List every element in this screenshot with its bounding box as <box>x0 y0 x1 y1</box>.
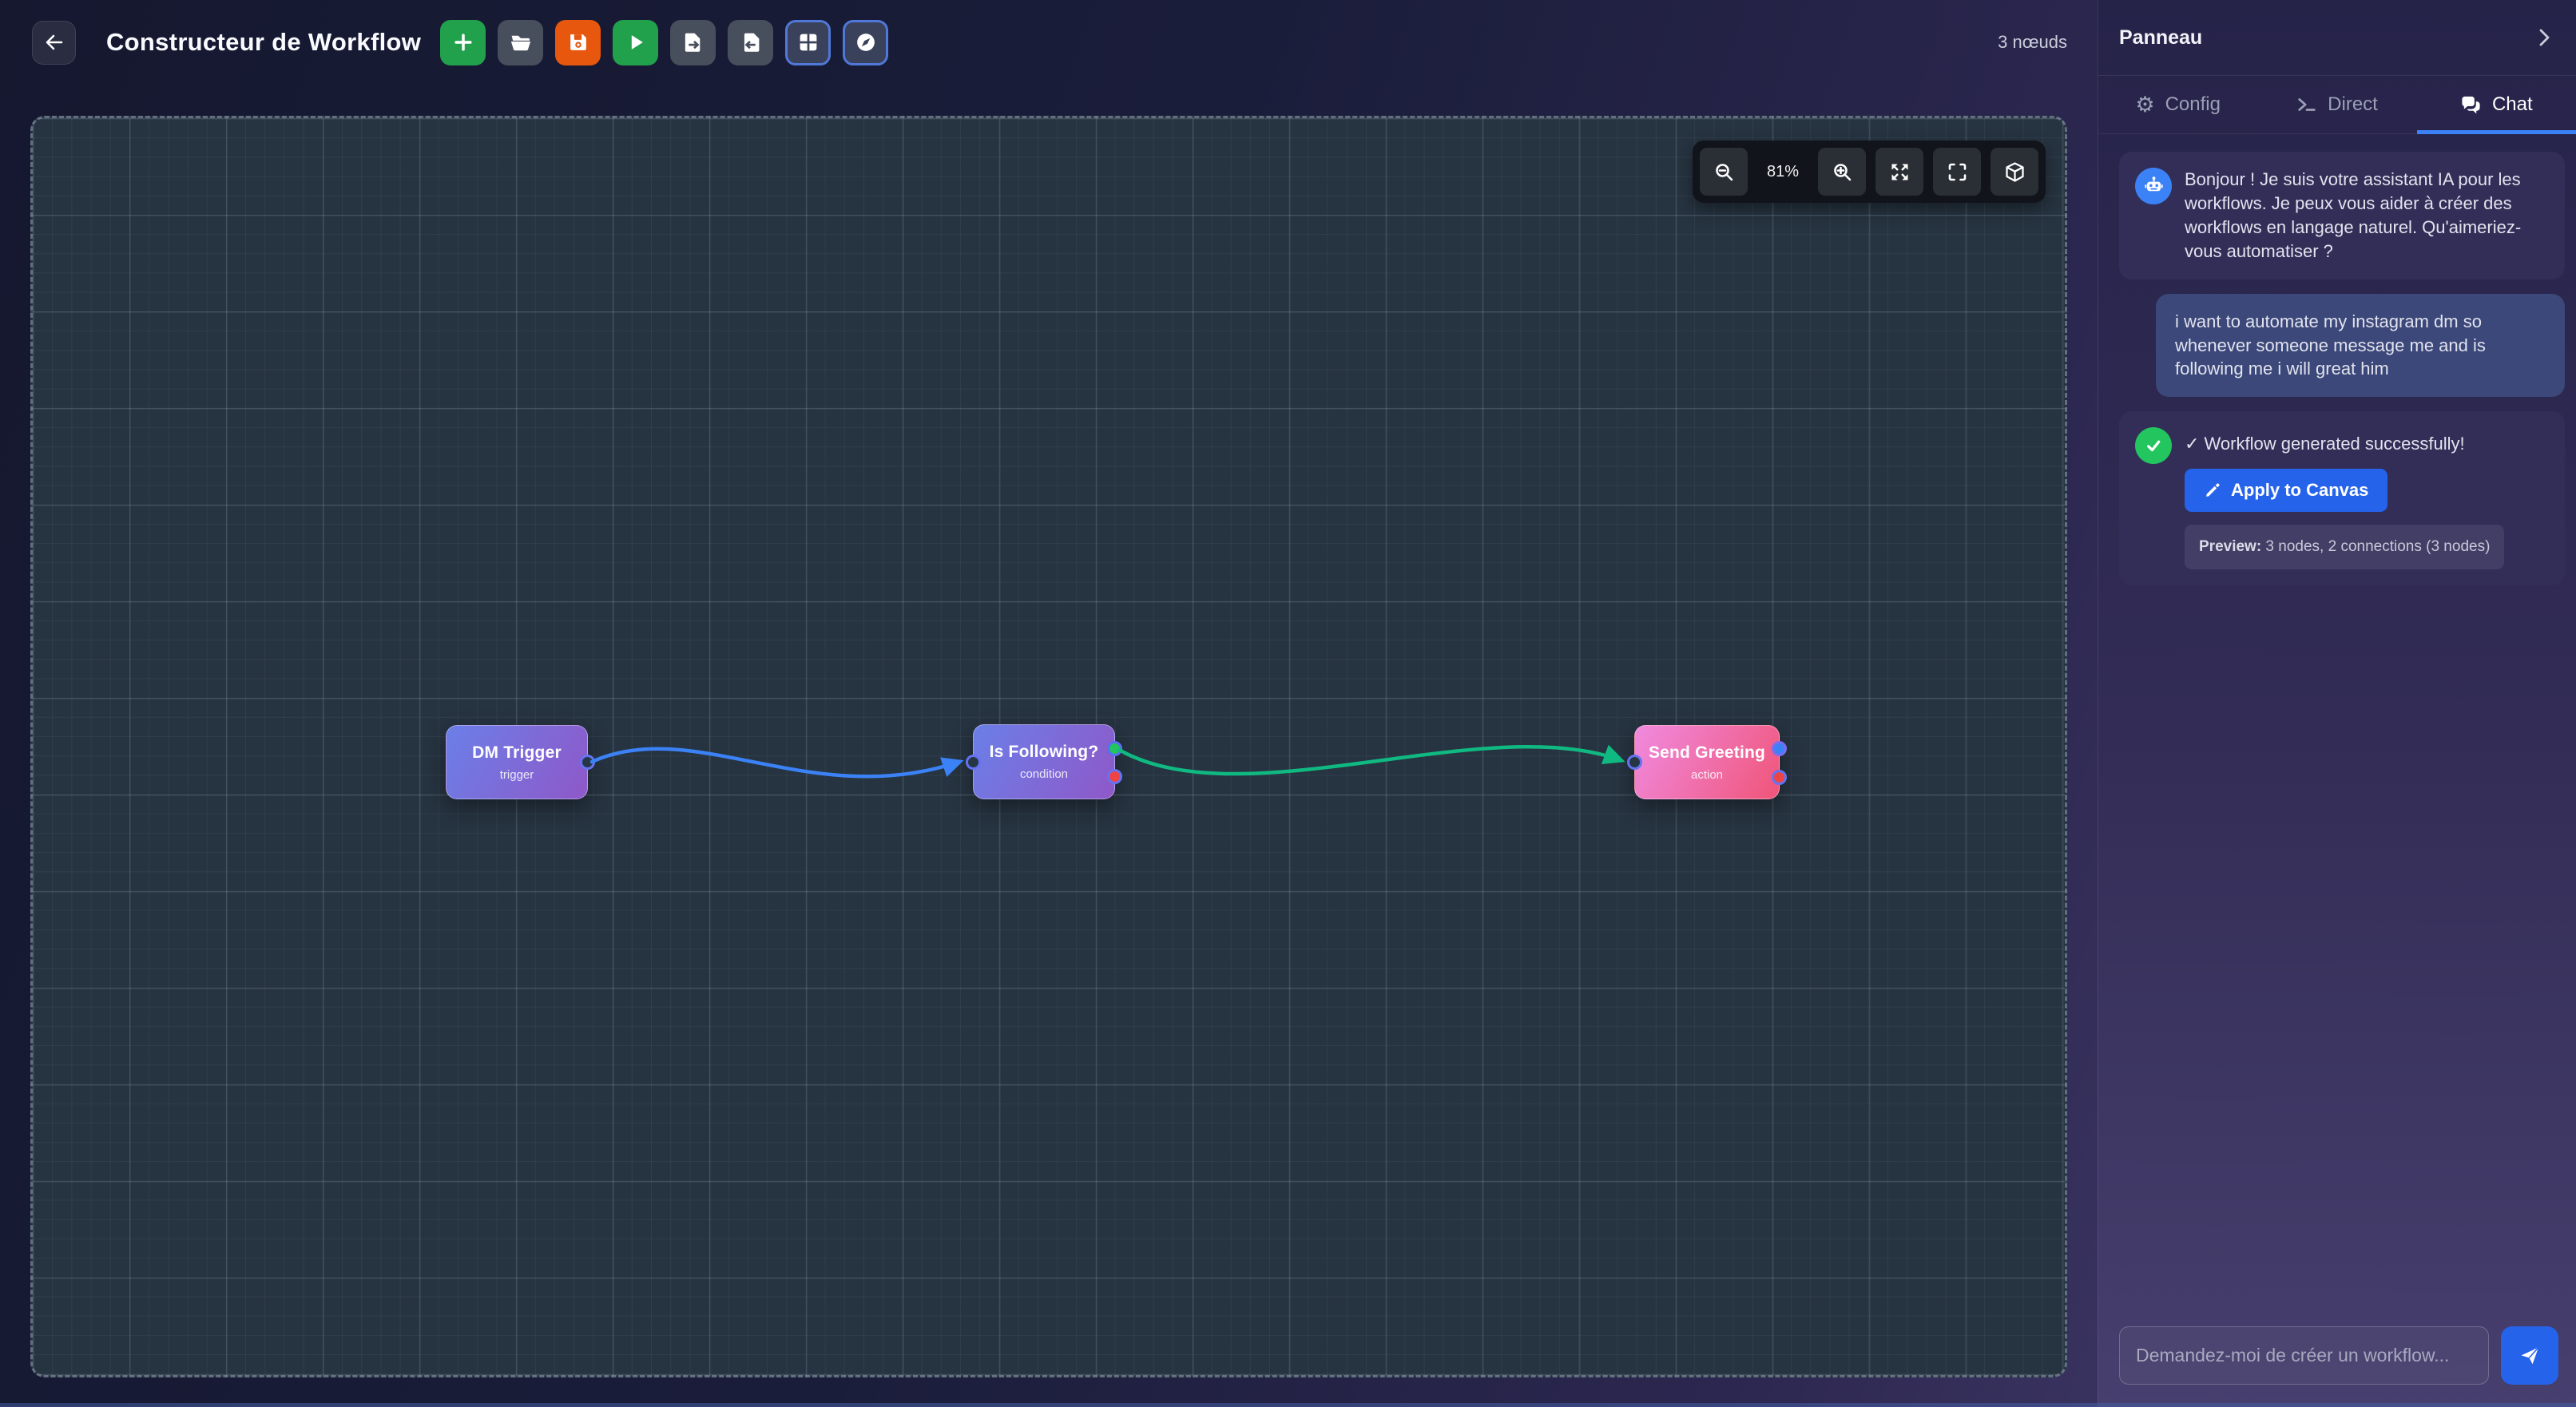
tab-label: Chat <box>2491 93 2533 115</box>
chat-bubbles-icon <box>2462 96 2480 113</box>
zoom-in-icon <box>1833 163 1851 180</box>
success-message-text: ✓ Workflow generated successfully! <box>2185 434 2465 454</box>
node-dm-trigger[interactable]: DM Trigger trigger <box>446 725 595 799</box>
tab-label: Config <box>2165 93 2221 115</box>
apply-button-label: Apply to Canvas <box>2231 480 2369 501</box>
node-subtitle: action <box>1690 767 1724 782</box>
chat-input-row <box>2098 1326 2576 1407</box>
output-port-true[interactable] <box>1107 741 1122 756</box>
node-count-badge: 3 nœuds <box>1998 32 2067 52</box>
edge-condition-to-action <box>1117 744 1625 776</box>
save-icon <box>570 34 586 50</box>
folder-open-icon <box>510 35 530 51</box>
grid-icon <box>800 34 817 51</box>
terminal-icon <box>2298 98 2316 111</box>
assistant-message-text: Bonjour ! Je suis votre assistant IA pou… <box>2185 169 2522 261</box>
output-port-false[interactable] <box>1107 769 1122 784</box>
plus-icon <box>454 34 472 51</box>
chevron-right-icon <box>2539 29 2550 46</box>
gear-icon: ⚙ <box>2135 92 2155 117</box>
check-icon <box>2135 427 2172 465</box>
arrow-left-icon <box>46 34 62 50</box>
panel-spacer <box>2098 585 2576 1326</box>
tab-label: Direct <box>2328 93 2378 115</box>
panel-title: Panneau <box>2119 26 2203 49</box>
node-is-following[interactable]: Is Following? condition <box>966 724 1122 799</box>
fullscreen-icon <box>1948 163 1966 180</box>
compass-icon <box>856 34 875 51</box>
assistant-message: Bonjour ! Je suis votre assistant IA pou… <box>2119 152 2565 279</box>
workflow-preview-summary: Preview: 3 nodes, 2 connections (3 nodes… <box>2185 525 2505 570</box>
export-button[interactable] <box>670 19 716 65</box>
node-title: Send Greeting <box>1648 743 1766 762</box>
open-workflow-button[interactable] <box>498 19 544 65</box>
side-panel: Panneau ⚙ Config Direct Chat <box>2098 0 2576 1407</box>
collapse-panel-button[interactable] <box>2526 20 2562 55</box>
zoom-in-button[interactable] <box>1818 148 1866 196</box>
panel-header: Panneau <box>2098 0 2576 76</box>
zoom-out-button[interactable] <box>1700 148 1748 196</box>
node-send-greeting[interactable]: Send Greeting action <box>1627 725 1787 799</box>
edge-trigger-to-condition <box>589 747 964 779</box>
zoom-level: 81% <box>1766 162 1800 180</box>
tab-direct[interactable]: Direct <box>2257 76 2416 133</box>
pencil-icon <box>2206 483 2220 497</box>
send-button[interactable] <box>2501 1326 2558 1385</box>
add-node-button[interactable] <box>440 19 486 65</box>
fullscreen-button[interactable] <box>1933 148 1981 196</box>
import-button[interactable] <box>728 19 774 65</box>
error-port[interactable] <box>1772 770 1787 785</box>
input-port[interactable] <box>966 754 981 770</box>
fit-view-icon <box>1891 164 1907 180</box>
save-button[interactable] <box>555 19 601 65</box>
workflow-canvas[interactable]: DM Trigger trigger Is Following? conditi… <box>30 116 2067 1377</box>
fit-view-button[interactable] <box>1875 148 1923 196</box>
chat-message-list: Bonjour ! Je suis votre assistant IA pou… <box>2098 134 2576 586</box>
run-workflow-button[interactable] <box>613 19 659 65</box>
zoom-out-icon <box>1715 163 1733 180</box>
page-title: Constructeur de Workflow <box>106 28 422 56</box>
file-import-icon <box>744 33 760 52</box>
node-subtitle: trigger <box>499 767 534 782</box>
node-library-button[interactable] <box>1991 148 2038 196</box>
output-port[interactable] <box>1772 741 1787 756</box>
apply-to-canvas-button[interactable]: Apply to Canvas <box>2185 469 2388 513</box>
output-port[interactable] <box>580 755 595 770</box>
input-port[interactable] <box>1627 755 1642 770</box>
canvas-zoom-controls: 81% <box>1693 141 2046 203</box>
preview-text: 3 nodes, 2 connections (3 nodes) <box>2261 538 2491 556</box>
tab-chat[interactable]: Chat <box>2416 76 2576 134</box>
robot-icon <box>2135 168 2172 204</box>
user-message: i want to automate my instagram dm so wh… <box>2156 293 2565 398</box>
node-title: DM Trigger <box>472 743 562 762</box>
file-export-icon <box>685 33 700 52</box>
tab-config[interactable]: ⚙ Config <box>2098 76 2257 133</box>
chat-input[interactable] <box>2119 1326 2489 1385</box>
node-title: Is Following? <box>989 743 1099 761</box>
toggle-minimap-button[interactable] <box>843 19 889 65</box>
toggle-grid-button[interactable] <box>785 19 832 65</box>
user-message-text: i want to automate my instagram dm so wh… <box>2175 311 2486 379</box>
cube-icon <box>2005 161 2024 182</box>
top-bar: Constructeur de Workflow <box>0 0 2098 85</box>
node-subtitle: condition <box>1019 767 1069 781</box>
play-icon <box>631 35 643 50</box>
preview-label: Preview: <box>2199 538 2262 556</box>
assistant-success-message: ✓ Workflow generated successfully! Apply… <box>2119 411 2565 586</box>
paper-plane-icon <box>2521 1346 2539 1364</box>
toolbar <box>440 19 889 65</box>
bottom-accent-line <box>0 1403 2576 1407</box>
back-button[interactable] <box>32 20 76 65</box>
panel-tabs: ⚙ Config Direct Chat <box>2098 76 2576 134</box>
